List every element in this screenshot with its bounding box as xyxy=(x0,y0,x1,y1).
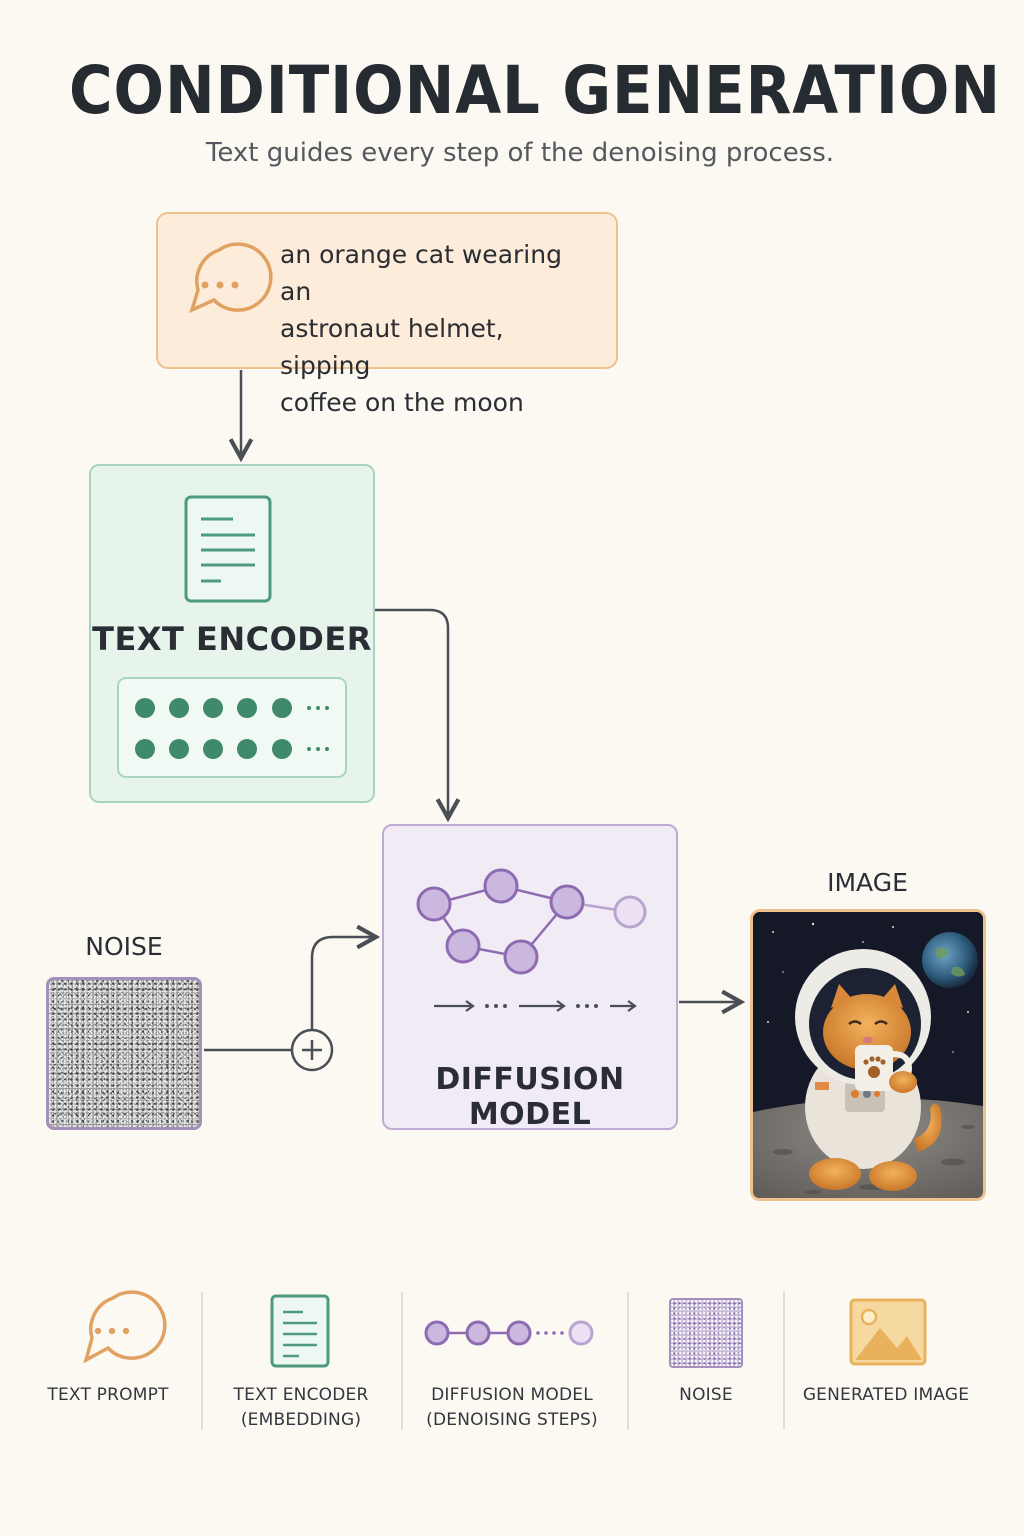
generated-image xyxy=(750,909,986,1201)
legend-divider xyxy=(401,1292,403,1430)
prompt-line: an orange cat wearing an xyxy=(280,240,562,306)
legend-divider xyxy=(783,1292,785,1430)
diffusion-model-box xyxy=(382,824,678,1130)
text-encoder-title: TEXT ENCODER xyxy=(92,620,372,658)
legend-label: TEXT PROMPT xyxy=(47,1385,169,1405)
prompt-text: an orange cat wearing an astronaut helme… xyxy=(280,236,600,421)
noise-image xyxy=(46,977,202,1130)
legend-label: NOISE xyxy=(679,1385,733,1405)
astronaut-cat-illustration xyxy=(753,912,983,1198)
embedding-panel xyxy=(117,677,347,778)
legend-item-text-encoder: TEXT ENCODER (EMBEDDING) xyxy=(211,1383,391,1433)
legend-divider xyxy=(201,1292,203,1430)
image-label: IMAGE xyxy=(827,868,908,897)
legend-chat-bubble-icon xyxy=(83,1290,167,1364)
legend-item-diffusion-model: DIFFUSION MODEL (DENOISING STEPS) xyxy=(412,1383,612,1433)
legend-node-chain-icon xyxy=(424,1320,594,1346)
legend-image-icon xyxy=(849,1298,927,1366)
legend-item-text-prompt: TEXT PROMPT xyxy=(28,1383,188,1408)
legend-item-noise: NOISE xyxy=(636,1383,776,1408)
prompt-line: coffee on the moon xyxy=(280,388,524,417)
legend-label: GENERATED IMAGE xyxy=(802,1385,970,1405)
legend-item-generated-image: GENERATED IMAGE xyxy=(790,1383,982,1408)
legend-noise-icon xyxy=(669,1298,743,1368)
legend-label: (DENOISING STEPS) xyxy=(426,1410,598,1430)
arrow-encoder-to-diffusion xyxy=(375,608,448,818)
legend-document-icon xyxy=(270,1294,330,1368)
noise-label: NOISE xyxy=(85,932,163,961)
legend-label: DIFFUSION MODEL xyxy=(431,1385,593,1405)
page-title: CONDITIONAL GENERATION xyxy=(69,52,1001,129)
plus-circle-icon xyxy=(290,1028,334,1072)
arrow-noise-to-diffusion xyxy=(310,937,376,1030)
legend-label: TEXT ENCODER xyxy=(233,1385,369,1405)
diffusion-model-title: DIFFUSION MODEL xyxy=(435,1062,625,1132)
legend-label: (EMBEDDING) xyxy=(240,1410,362,1430)
legend-divider xyxy=(627,1292,629,1430)
page-subtitle: Text guides every step of the denoising … xyxy=(205,138,835,168)
prompt-line: astronaut helmet, sipping xyxy=(280,314,504,380)
